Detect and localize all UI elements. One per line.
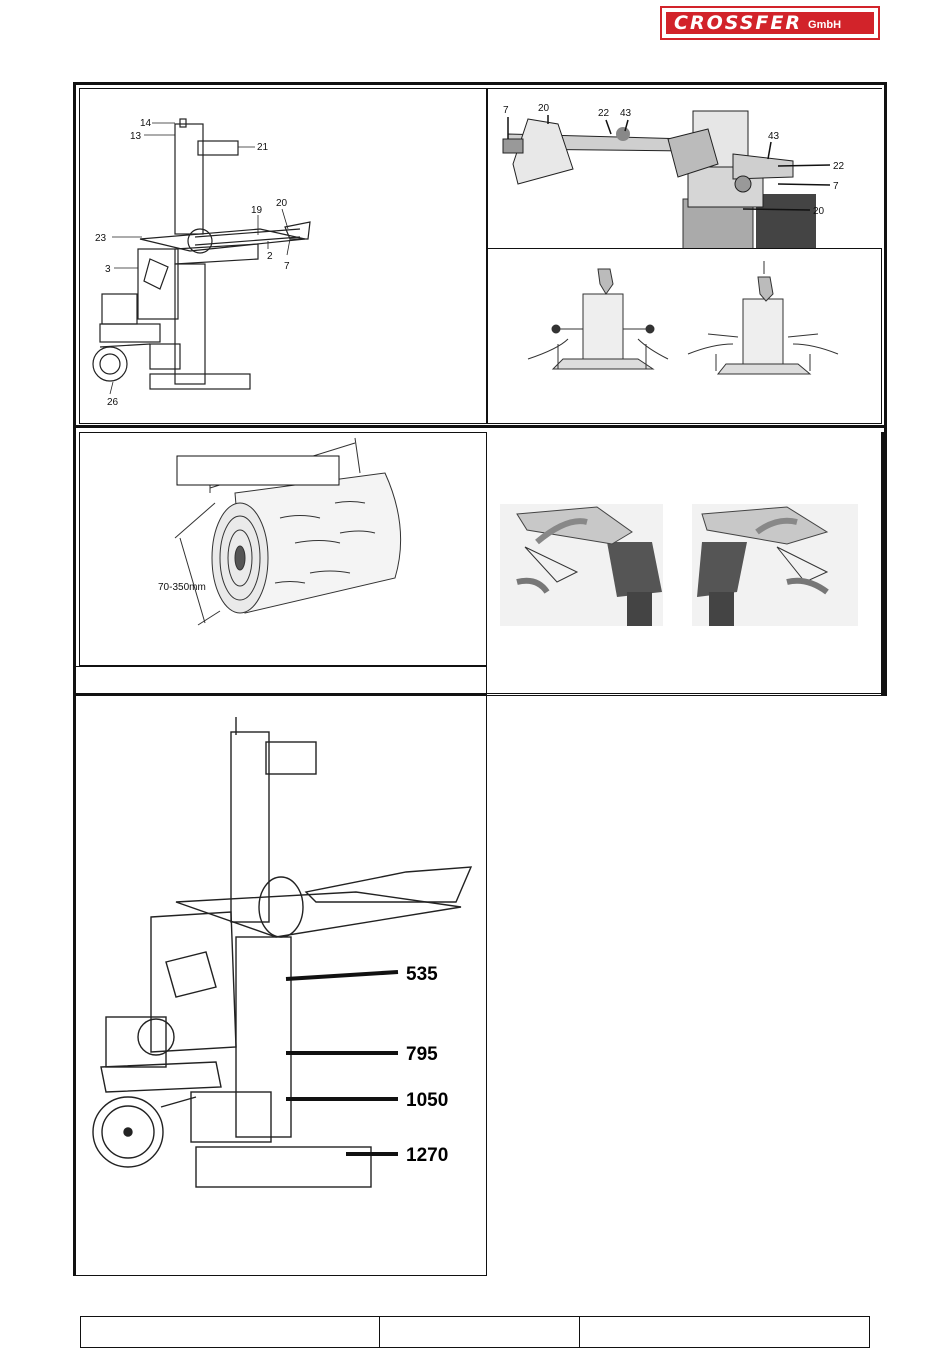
log-diameter-label: 70-350mm <box>158 582 206 593</box>
hand-panel-bottom-edge <box>487 693 885 694</box>
callout-21: 21 <box>257 142 269 153</box>
footer-cell-left <box>80 1316 380 1348</box>
overview-panel: 14 13 21 19 20 23 2 7 3 26 <box>79 88 487 424</box>
footer-cell-right <box>579 1316 870 1348</box>
closeup-callout-7: 7 <box>503 105 509 116</box>
height-mark-535: 535 <box>406 964 438 985</box>
callout-23: 23 <box>95 233 107 244</box>
height-mark-1050: 1050 <box>406 1090 448 1111</box>
working-heights-drawing: 535 795 1050 1270 <box>76 667 486 1273</box>
closeup-callout-43-right: 43 <box>768 131 780 142</box>
footer-cell-middle <box>379 1316 580 1348</box>
brand-logo: CROSSFER GmbH <box>660 6 880 40</box>
callout-2: 2 <box>267 251 273 262</box>
hand-position-photos <box>487 432 882 695</box>
height-mark-795: 795 <box>406 1044 438 1065</box>
closeup-callout-20-right: 20 <box>813 206 825 217</box>
callout-3: 3 <box>105 264 111 275</box>
callout-19: 19 <box>251 205 263 216</box>
callout-26: 26 <box>107 397 119 408</box>
logo-brand-text: CROSSFER <box>674 12 802 34</box>
hand-panel-right-edge <box>881 432 885 695</box>
callout-13: 13 <box>130 131 142 142</box>
log-splitter-overview-drawing: 14 13 21 19 20 23 2 7 3 26 <box>80 89 488 425</box>
hand-position-panel <box>487 432 882 695</box>
closeup-callout-43: 43 <box>620 108 632 119</box>
handles-closeup-photo: 7 20 22 43 43 22 7 20 <box>488 89 883 249</box>
closeup-callout-7-right: 7 <box>833 181 839 192</box>
logo-suffix: GmbH <box>808 19 841 31</box>
height-mark-1270: 1270 <box>406 1145 448 1166</box>
two-hand-operation-sketch <box>488 249 883 425</box>
handles-closeup-panel: 7 20 22 43 43 22 7 20 <box>487 88 882 248</box>
footer-table <box>80 1316 870 1348</box>
callout-7: 7 <box>284 261 290 272</box>
operation-sketch-panel <box>487 248 882 424</box>
closeup-callout-22-right: 22 <box>833 161 845 172</box>
callout-20: 20 <box>276 198 288 209</box>
closeup-callout-20: 20 <box>538 103 550 114</box>
working-heights-panel: 535 795 1050 1270 <box>73 666 487 1276</box>
log-size-panel: 70-350mm <box>79 432 487 666</box>
callout-14: 14 <box>140 118 152 129</box>
log-dimension-drawing: 70-350mm <box>80 433 488 667</box>
closeup-callout-22: 22 <box>598 108 610 119</box>
